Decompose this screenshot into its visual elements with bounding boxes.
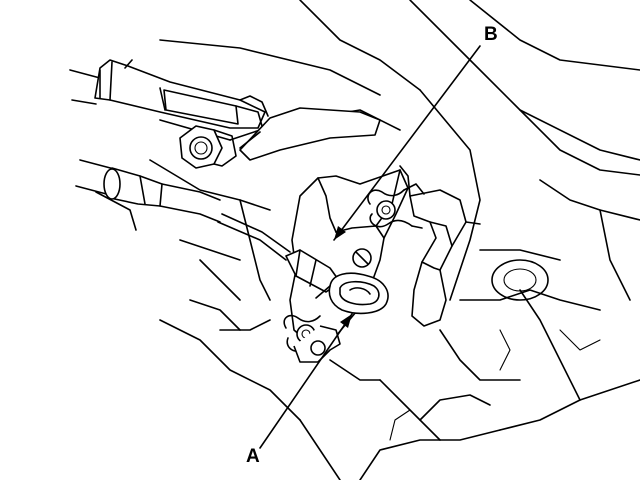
callout-label-b: B: [484, 24, 498, 45]
pipe-fitting: [75, 159, 221, 231]
upper-spring-clip: [367, 165, 425, 229]
transmission-case: [149, 0, 640, 480]
cable-bracket: [69, 59, 381, 161]
cable-end-adjuster: [315, 272, 389, 315]
callout-label-a: A: [246, 446, 260, 467]
lower-spring-clip: [283, 314, 341, 363]
detent-bracket: [409, 189, 481, 327]
bolt: [179, 125, 237, 169]
callout-leaders: [259, 45, 481, 449]
